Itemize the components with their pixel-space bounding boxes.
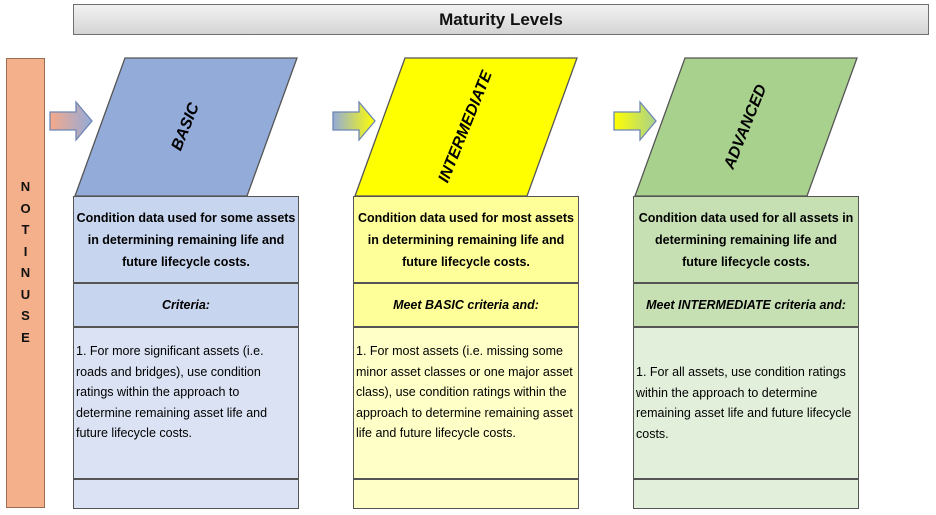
empty-row <box>633 479 859 509</box>
empty-row <box>353 479 579 509</box>
criteria-text: 1. For all assets, use condition ratings… <box>633 327 859 479</box>
criteria-label: Criteria: <box>73 283 299 327</box>
flow-arrow <box>49 100 93 142</box>
empty-row <box>73 479 299 509</box>
status-letter: U <box>20 286 31 302</box>
criteria-text: 1. For more significant assets (i.e. roa… <box>73 327 299 479</box>
criteria-label: Meet BASIC criteria and: <box>353 283 579 327</box>
flow-arrow <box>613 100 657 142</box>
level-description: Condition data used for all assets in de… <box>633 196 859 283</box>
status-letter: I <box>23 243 28 259</box>
status-letter: S <box>21 308 30 323</box>
flow-arrow <box>332 100 376 142</box>
header-title: Maturity Levels <box>439 9 563 29</box>
status-letter: T <box>21 222 30 237</box>
criteria-label: Meet INTERMEDIATE criteria and: <box>633 283 859 327</box>
status-letter: N <box>20 179 31 194</box>
maturity-levels-header: Maturity Levels <box>73 4 929 35</box>
criteria-text: 1. For most assets (i.e. missing some mi… <box>353 327 579 479</box>
status-letter: E <box>21 329 30 345</box>
level-description: Condition data used for most assets in d… <box>353 196 579 283</box>
not-in-use-bar: N O T I N U S E <box>6 58 45 508</box>
level-description: Condition data used for some assets in d… <box>73 196 299 283</box>
status-letter: O <box>20 200 31 216</box>
status-letter: N <box>20 265 31 280</box>
